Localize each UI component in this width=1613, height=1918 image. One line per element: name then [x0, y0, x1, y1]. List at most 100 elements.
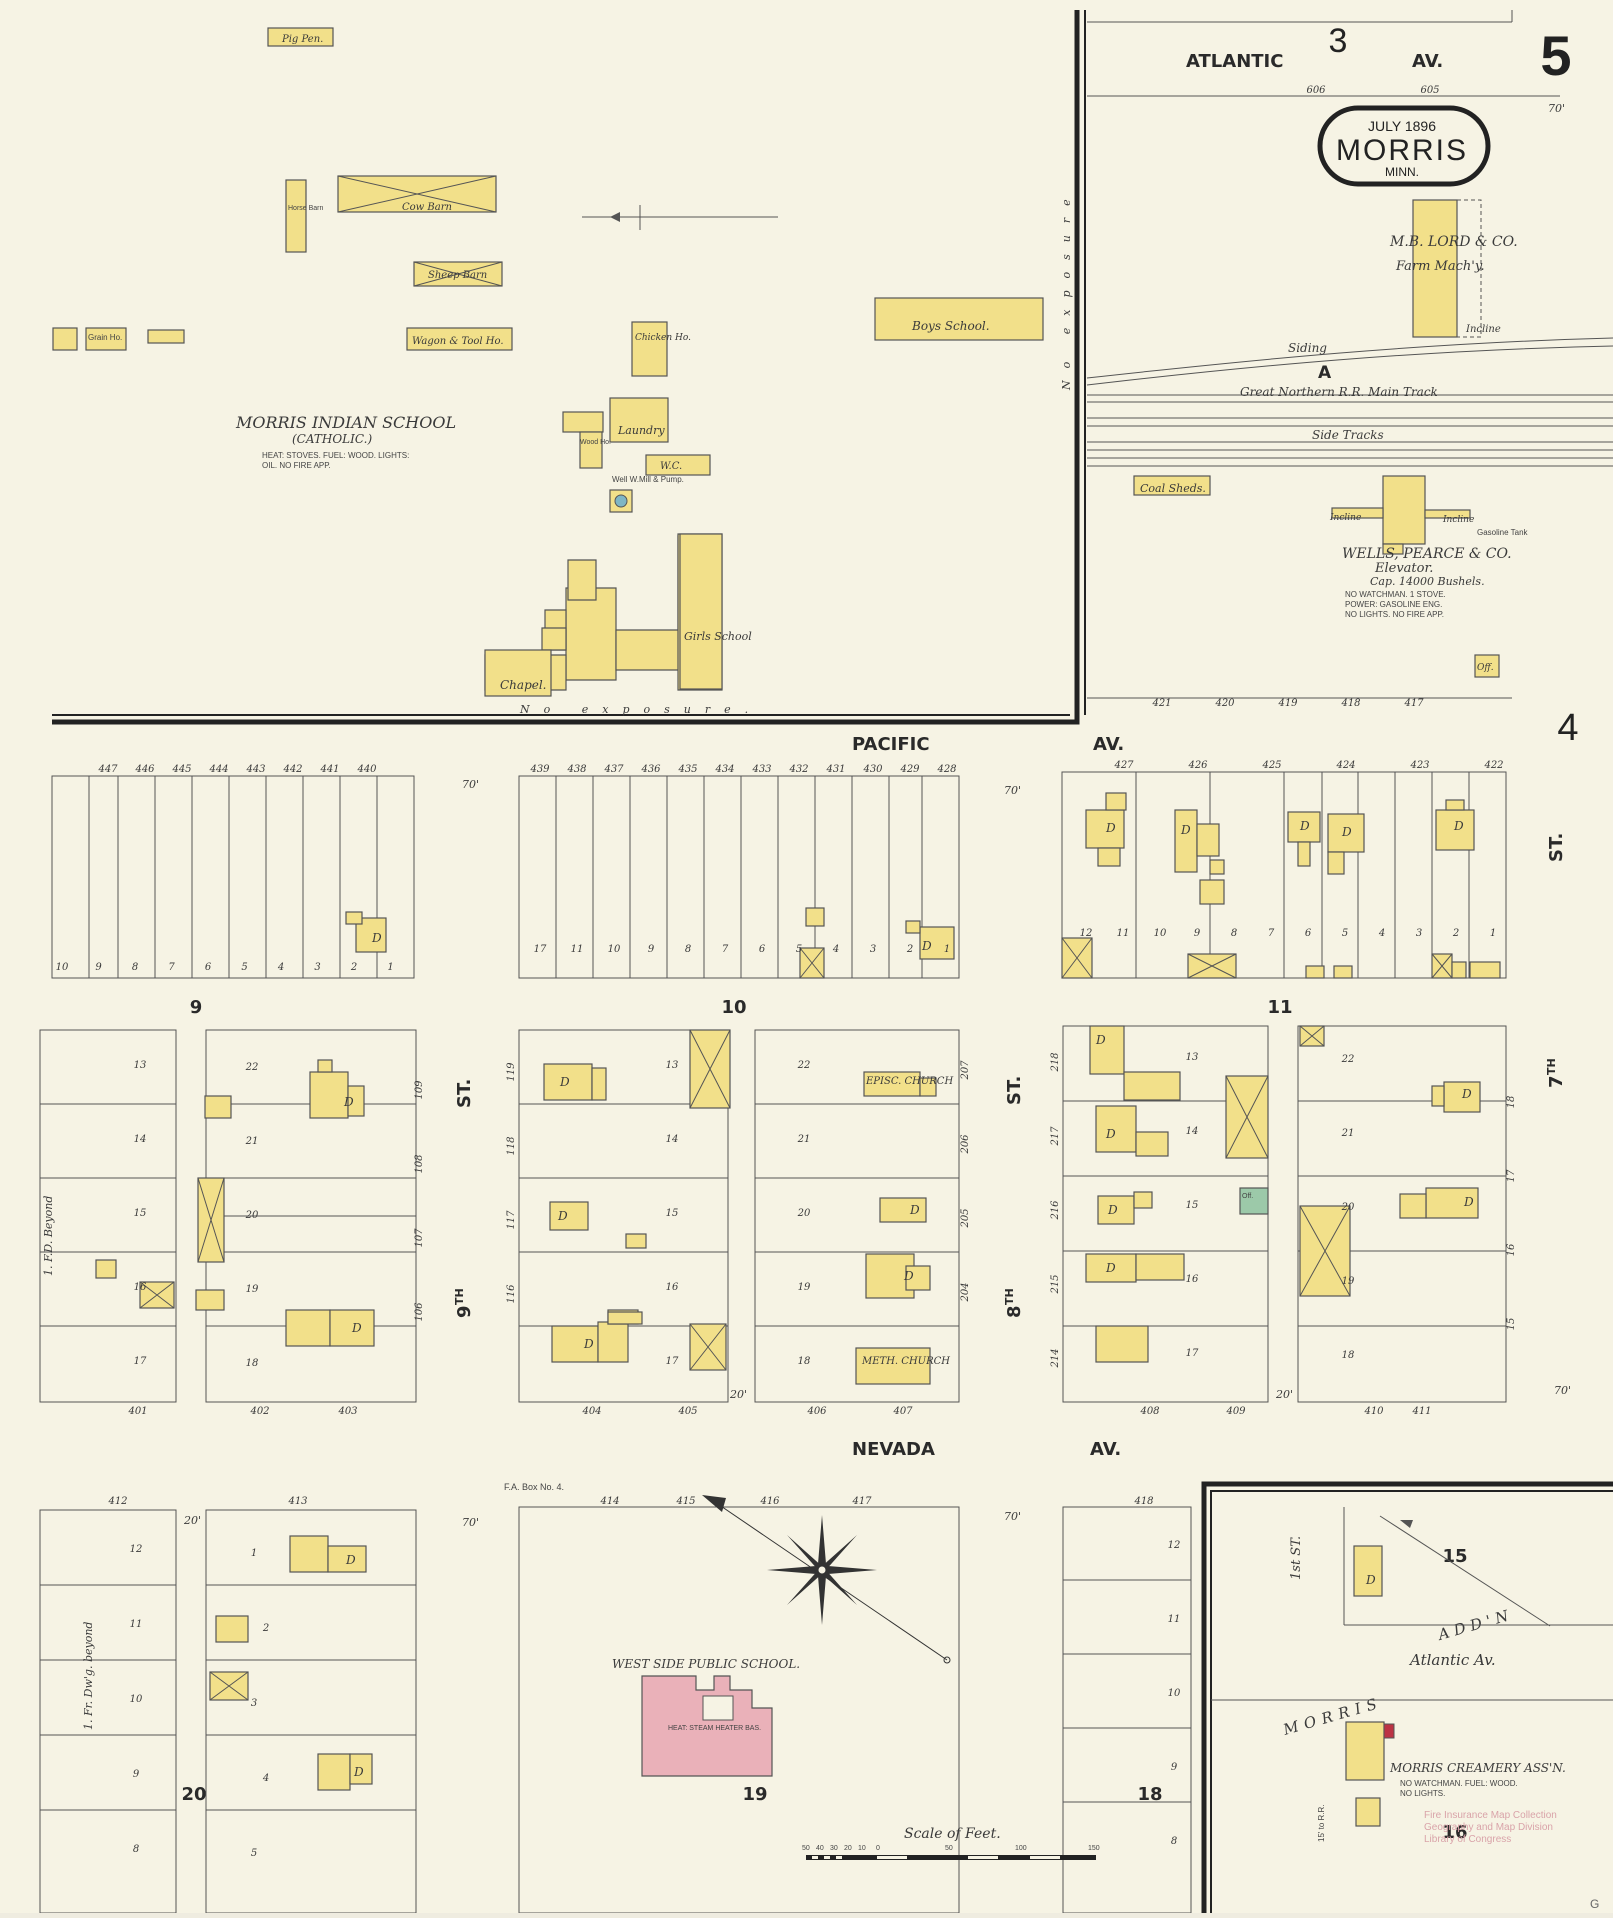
nevada-house-n-10: 411 [1411, 1406, 1431, 1417]
dwelling-d-11: D [557, 1209, 568, 1223]
chapel: Chapel. [500, 678, 547, 692]
elevator-incline-right: Incline [1442, 515, 1474, 525]
dwelling-d-9: D [351, 1321, 362, 1335]
rail-side-tracks: Side Tracks [1312, 428, 1384, 442]
section-borders [52, 10, 1613, 1913]
nevada-house-s-4: 416 [759, 1496, 780, 1507]
dwelling-d-23: D [1365, 1573, 1376, 1587]
atlantic-av: ATLANTIC [1186, 51, 1283, 72]
eighth-st-number: 8 [1004, 1305, 1025, 1318]
lot-b10-top-2: 10 [608, 944, 621, 955]
pacific-av: PACIFIC [852, 734, 930, 755]
beyond-note-b: 1. Fr. Dw'g. beyond [82, 1622, 95, 1730]
pacific-house-e-5: 422 [1483, 760, 1503, 771]
block-16: 16 [1442, 1822, 1467, 1843]
lot-b9-bot-3: 19 [246, 1284, 259, 1295]
lot-b11-top-5: 7 [1268, 928, 1275, 939]
elevator-note-2: POWER: GASOLINE ENG. [1345, 600, 1442, 609]
pig-pen: Pig Pen. [281, 34, 323, 45]
lot-b11-top-1: 11 [1117, 928, 1130, 939]
lot-b10-top-1: 11 [571, 944, 584, 955]
eighth-e-house-3: 215 [1050, 1274, 1061, 1294]
pacific-house-m-7: 432 [788, 764, 808, 775]
lot-b10-top-5: 7 [722, 944, 729, 955]
sheet-number: 5 [1540, 24, 1571, 87]
library-stamp: Fire Insurance Map Collection Geography … [1424, 1810, 1557, 1845]
pacific-house-m-3: 436 [640, 764, 661, 775]
scale-label: Scale of Feet. [904, 1826, 1001, 1842]
dwelling-d-12: D [583, 1337, 594, 1351]
pacific-house-m-2: 437 [603, 764, 624, 775]
lot-left-col-3: 16 [134, 1282, 147, 1293]
lot-b10-top-3: 9 [648, 944, 655, 955]
lot-b9-top-9: 1 [387, 962, 393, 973]
dist-20-b: 20' [1275, 1388, 1293, 1401]
dwellings: D D D D D D D D D D D D [95, 792, 1501, 1791]
dwelling-d-10: D [559, 1075, 570, 1089]
ninth-e-house-0: 109 [414, 1080, 425, 1100]
lot-b9-top-8: 2 [350, 962, 357, 973]
water-closet: W.C. [660, 461, 682, 472]
pacific-house-m-11: 428 [936, 764, 956, 775]
lot-b10-top-4: 8 [685, 944, 691, 955]
dwelling-d-22: D [353, 1765, 364, 1779]
elevator-note-1: NO WATCHMAN. 1 STOVE. [1345, 590, 1446, 599]
wagon-tool-house: Wagon & Tool Ho. [412, 336, 504, 347]
rail-main-track: Great Northern R.R. Main Track [1240, 385, 1438, 399]
pacific-house-w-1: 446 [134, 764, 155, 775]
coal-sheds: Coal Sheds. [1140, 482, 1206, 495]
scale-tick-3: 20 [844, 1845, 852, 1852]
scale-tick-7: 100 [1015, 1845, 1027, 1852]
lot-b11-bl-4: 17 [1186, 1348, 1199, 1359]
nevada-house-n-8: 409 [1225, 1406, 1246, 1417]
dwelling-d-21: D [345, 1553, 356, 1567]
rail-siding: Siding [1288, 341, 1327, 355]
title-cartouche: JULY 1896 MORRIS MINN. [1317, 105, 1491, 187]
scale-tick-1: 40 [816, 1845, 824, 1852]
dwelling-d-15: D [1095, 1033, 1106, 1047]
lot-b10-bl-2: 15 [666, 1208, 679, 1219]
nevada-house-s-5: 417 [851, 1496, 872, 1507]
creamery-rr-distance: 15' to R.R. [1317, 1804, 1326, 1842]
dwelling-d-13: D [909, 1203, 920, 1217]
nevada-house-n-1: 402 [249, 1406, 269, 1417]
elevator-house-3: 418 [1340, 698, 1360, 709]
eighth-st: ST. [1004, 1076, 1025, 1105]
dwelling-d-8: D [343, 1095, 354, 1109]
dwelling-d-2: D [921, 939, 932, 953]
lot-b9-top-1: 9 [95, 962, 102, 973]
block-numbers: 9 10 11 20 19 18 15 16 [181, 997, 1467, 1843]
lot-b10-bl-4: 17 [666, 1356, 679, 1367]
dist-70-e: 70' [1004, 1510, 1021, 1523]
creamery-note-1: NO WATCHMAN. FUEL: WOOD. [1400, 1779, 1518, 1788]
indian-school-no-exposure: No exposure. [519, 703, 762, 716]
lot-left-col-0: 13 [134, 1060, 147, 1071]
seventh-st-number: 7 [1546, 1075, 1567, 1088]
lot-b10-bl-0: 13 [666, 1060, 679, 1071]
lot-b9-top-0: 10 [56, 962, 69, 973]
lot-b11-bl-2: 15 [1186, 1200, 1199, 1211]
pacific-house-m-4: 435 [677, 764, 697, 775]
lot-b10-br-2: 20 [797, 1208, 811, 1219]
lot-b18-0: 12 [1168, 1540, 1181, 1551]
nevada-house-n-4: 405 [677, 1406, 697, 1417]
eighth-st-suffix: TH [1003, 1288, 1016, 1305]
dist-20-a: 20' [729, 1388, 747, 1401]
dwelling-d-4: D [1180, 823, 1191, 837]
lot-b9-bot-4: 18 [246, 1358, 259, 1369]
dist-70-c: 70' [1554, 1384, 1571, 1397]
lot-b10-br-1: 21 [797, 1134, 811, 1145]
lot-b9-top-3: 7 [168, 962, 175, 973]
lot-b11-bl-3: 16 [1186, 1274, 1199, 1285]
street-names: ATLANTIC AV. PACIFIC AV. NEVADA AV. 9 TH… [453, 51, 1567, 1739]
pacific-house-e-2: 425 [1261, 760, 1281, 771]
lot-b9-top-4: 6 [205, 962, 212, 973]
lot-b11-top-8: 4 [1378, 928, 1385, 939]
dwelling-d-6: D [1341, 825, 1352, 839]
block-11: 11 [1267, 997, 1292, 1018]
pacific-house-e-3: 424 [1335, 760, 1355, 771]
block-10: 10 [721, 997, 746, 1018]
eighth-e-house-1: 217 [1050, 1126, 1061, 1147]
pacific-house-e-4: 423 [1409, 760, 1429, 771]
